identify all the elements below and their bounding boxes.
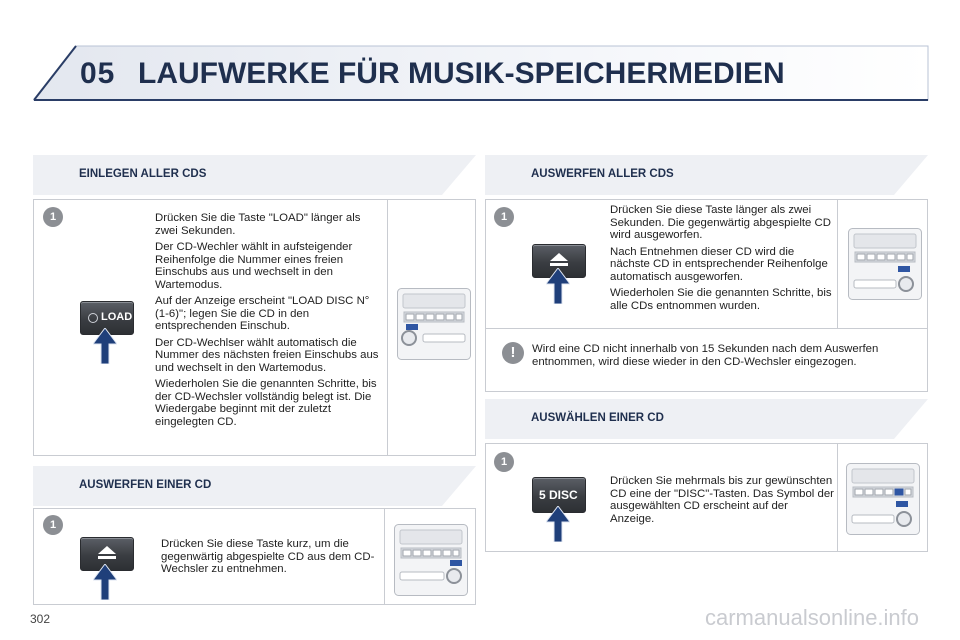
heading-label: AUSWÄHLEN EINER CD [531,412,664,424]
paragraph: Drücken Sie die Taste "LOAD" länger als … [155,212,361,237]
select-one-text: Drücken Sie mehrmals bis zur gewünschten… [610,475,834,525]
eject-icon [550,253,568,266]
step-badge: 1 [43,515,63,535]
eject-button [80,537,134,571]
paragraph: Drücken Sie diese Taste länger als zwei … [610,204,831,241]
step-badge: 1 [494,207,514,227]
heading-label: AUSWERFEN ALLER CDS [531,168,674,180]
insert-all-box: LOAD Drücken Sie die Taste "LOAD" länger… [33,199,476,456]
paragraph: Auf der Anzeige erscheint "LOAD DISC N° … [155,295,370,332]
heading-label: EINLEGEN ALLER CDS [79,168,207,180]
step-badge: 1 [494,452,514,472]
paragraph: Nach Entnehmen dieser CD wird die nächst… [610,245,828,283]
up-arrow-icon [546,268,570,304]
paragraph: Wiederholen Sie die genannten Schritte, … [610,287,832,312]
section-heading-insert-all: EINLEGEN ALLER CDS [33,155,476,195]
paragraph: Der CD-Wechlser wählt automatisch die Nu… [155,336,379,374]
paragraph: Der CD-Wechler wählt in aufsteigender Re… [155,241,353,291]
section-heading-eject-one: AUSWERFEN EINER CD [33,466,476,506]
load-indicator-icon [88,313,98,323]
select-one-box: 5 DISC Drücken Sie mehrmals bis zur gewü… [485,443,928,552]
page-number: 302 [30,612,51,626]
eject-all-text: Drücken Sie diese Taste länger als zwei … [610,204,836,316]
section-heading-select-one: AUSWÄHLEN EINER CD [485,399,928,439]
load-button: LOAD [80,301,134,335]
disc-button-label: 5 DISC [539,488,578,502]
watermark: carmanualsonline.info [705,605,920,630]
eject-icon [98,546,116,559]
radio-unit-icon [846,463,920,535]
radio-unit-icon [848,228,922,300]
section-heading-eject-all: AUSWERFEN ALLER CDS [485,155,928,195]
up-arrow-icon [93,564,117,600]
insert-all-text: Drücken Sie die Taste "LOAD" länger als … [155,212,381,432]
heading-label: AUSWERFEN EINER CD [79,479,212,491]
warning-text: Wird eine CD nicht innerhalb von 15 Seku… [532,343,879,368]
up-arrow-icon [93,328,117,364]
radio-unit-icon [397,288,471,360]
step-badge: 1 [43,207,63,227]
up-arrow-icon [546,506,570,542]
radio-unit-icon [394,524,468,596]
paragraph: Wiederholen Sie die genannten Schritte, … [155,378,377,428]
load-button-label: LOAD [101,311,133,323]
chapter-number: 05 [80,57,116,90]
eject-one-box: Drücken Sie diese Taste kurz, um die geg… [33,508,476,605]
page-title: LAUFWERKE FÜR MUSIK-SPEICHERMEDIEN [138,57,785,90]
eject-one-text: Drücken Sie diese Taste kurz, um die geg… [161,538,375,575]
header-banner [32,45,929,101]
eject-all-box: Drücken Sie diese Taste länger als zwei … [485,199,928,392]
warning-icon: ! [502,342,524,364]
